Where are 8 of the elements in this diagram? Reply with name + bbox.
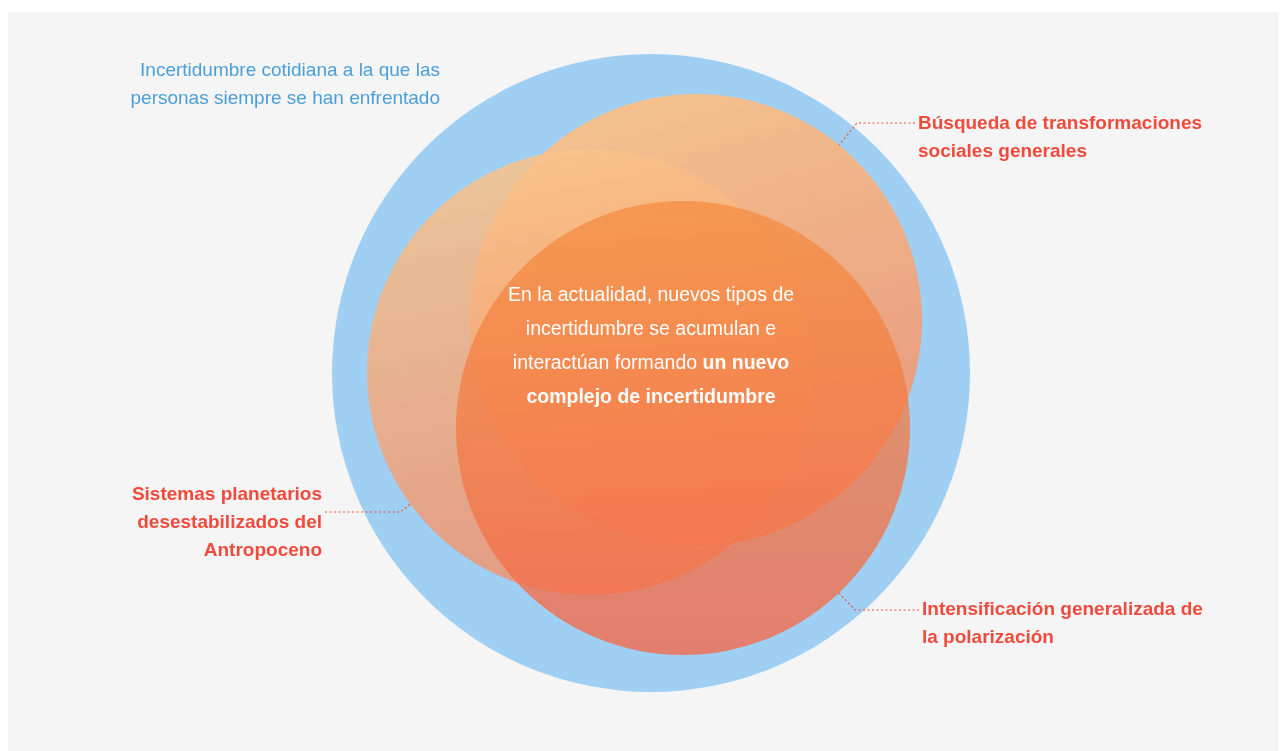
center-text: En la actualidad, nuevos tipos de incertidumbre se acumulan e interactúan formando un nuevo complejo de incertidumbre	[506, 282, 796, 409]
callout-label: Búsqueda de transformaciones sociales generales	[918, 109, 1258, 165]
callout-label: Sistemas planetarios desestabilizados del Antropoceno	[80, 480, 322, 564]
leader-line	[324, 503, 412, 513]
leader-line	[838, 122, 916, 146]
circle-label: Incertidumbre cotidiana a la que las personas siempre se han enfrentado	[129, 58, 440, 110]
leader-line	[838, 592, 920, 611]
callout-label: Intensificación generalizada de la polarización	[922, 595, 1222, 651]
